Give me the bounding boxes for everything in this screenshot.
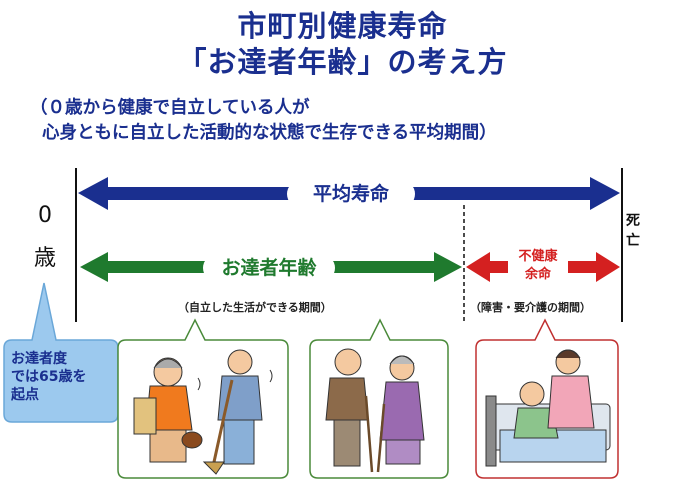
life-expectancy-label: 平均寿命 (287, 180, 415, 208)
unhealthy-label-line-1: 不健康 (518, 249, 558, 264)
bubble-line-2: では65歳を (11, 369, 87, 385)
illustration-active-elders (133, 349, 273, 475)
subtitle-line-2: 心身ともに自立した活動的な状態で生存できる平均期間） (42, 123, 497, 143)
age-zero-unit: 歳 (34, 246, 57, 271)
title-line-1: 市町別健康寿命 (237, 9, 448, 43)
bubble-line-1: お達者度 (11, 351, 67, 367)
bubble-text: お達者度 では65歳を 起点 (11, 350, 86, 404)
independent-period-note: （自立した生活ができる期間） (178, 301, 332, 314)
unhealthy-label-line-2: 余命 (524, 267, 551, 282)
illustration-care-in-bed (485, 349, 611, 467)
bubble-line-3: 起点 (11, 387, 39, 403)
illustration-elders-with-canes (325, 348, 425, 473)
disability-period-note: （障害・要介護の期間） (470, 301, 591, 314)
speech-bubble (3, 282, 119, 423)
unhealthy-years-label: 不健康 余命 (508, 246, 568, 288)
death-label-1: 死 (626, 213, 640, 229)
otassha-age-arrow (80, 252, 462, 282)
otassha-age-label: お達者年齢 (203, 254, 335, 282)
title-line-2: 「お達者年齢」の考え方 (177, 45, 508, 79)
subtitle-line-1: （０歳から健康で自立している人が (30, 98, 310, 118)
age-zero-digit: 0 (38, 203, 52, 228)
death-label-2: 亡 (626, 233, 640, 249)
